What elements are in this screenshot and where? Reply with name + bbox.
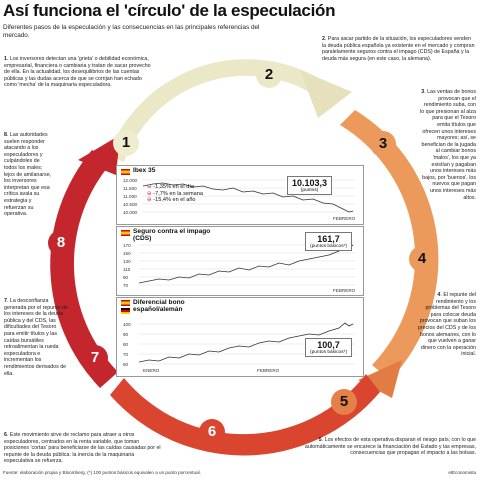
step-8-body: Las autoridades suelen responder atacand… [4,132,52,218]
cds-value: 161,7 [317,234,340,244]
spain-flag-icon [121,230,130,236]
step-4-number-label: 4 [437,292,441,298]
step-5-text: 5. Los efectos de esta operativa dispara… [304,437,476,457]
ibex-line-chart [143,179,355,213]
ring-number-4: 4 [409,246,435,272]
ring-number-1: 1 [113,130,139,156]
step-6-number-label: 6 [4,432,7,438]
ibex-value-box: 10.103,3 (puntos) [287,176,333,195]
ibex-legend: ⊖ -1,35% en el día ⊖ -7,7% en la semana … [147,184,203,204]
step-3-text: 3. Las ventas de bonos provocan que el r… [420,89,476,201]
spread-value-box: 100,7 (puntos básicos*) [305,338,353,357]
cds-value-box: 161,7 (puntos básicos*) [305,232,353,251]
cds-title: Seguro contra el impago (CDS) [133,228,211,242]
ibex-title: Ibex 35 [133,167,156,174]
step-6-body: Este movimiento sirve de reclamo para at… [4,432,161,465]
step-3-body: Las ventas de bonos provocan que el rend… [420,89,476,201]
publisher-credit: elEconomista [448,470,476,475]
cds-ytick-4: 110 [123,267,131,272]
ibex-ytick-1: 12.000 [123,178,138,183]
ring-number-6: 6 [199,419,225,445]
step-2-text: 2. Para sacar partido de la situación, l… [322,36,475,62]
ring-arc-red-bottom [110,374,380,456]
cds-ytick-1: 170 [123,243,131,248]
page-title: Así funciona el 'círculo' de la especula… [3,1,336,20]
step-1-number-label: 1 [4,56,7,62]
ibex-series-line [143,182,354,213]
step-8-text: 8. Las autoridades suelen responder atac… [4,132,52,218]
step-5-body: Los efectos de esta operativa disparan e… [304,437,476,457]
spread-panel: Diferencial bono español/alemán 100 90 8… [116,297,364,377]
step-7-body: La desconfianza generada por el repunte … [4,298,68,377]
ibex-ytick-5: 10.000 [123,210,138,215]
step-4-text: 4. El repunte del rendimiento y los prob… [418,292,476,358]
spread-ytick-3: 80 [123,342,129,347]
step-3-number-label: 3 [421,89,425,95]
ibex-value-unit: (puntos) [300,188,319,193]
ring-arc-light [108,59,330,162]
step-7-text: 7. La desconfianza generada por el repun… [4,298,68,377]
ring-number-8: 8 [48,230,74,256]
spread-ytick-4: 70 [123,352,129,357]
step-7-number-label: 7 [4,298,7,304]
ibex-panel: Ibex 35 12.000 11.500 11.000 10.500 10.0… [116,165,364,225]
page-subtitle: Diferentes pasos de la especulación y la… [3,24,260,39]
step-1-text: 1. Los inversores detectan una 'grieta' … [4,56,151,89]
step-2-number-label: 2 [322,36,325,42]
ring-number-7: 7 [82,345,108,371]
germany-flag-icon [121,308,130,314]
ring-number-2: 2 [256,62,282,88]
ibex-ytick-4: 10.500 [123,202,138,207]
ibex-ytick-2: 11.500 [123,186,137,191]
spread-xlabel-right: FEBRERO [257,368,280,373]
ring-arc-orange [340,110,439,380]
step-1-body: Los inversores detectan una 'grieta' o d… [4,56,151,89]
spain-flag-icon [121,300,130,306]
spread-ytick-5: 60 [123,362,129,367]
ring-arc-red-left [50,150,118,388]
step-6-text: 6. Este movimiento sirve de reclamo para… [4,432,161,465]
cds-ytick-3: 130 [123,259,131,264]
spread-value-unit: (puntos básicos*) [310,350,348,355]
ring-number-5: 5 [331,389,357,415]
ibex-value: 10.103,3 [292,178,328,188]
ring-number-3: 3 [370,131,396,157]
source-footer: Fuente: elaboración propia y Bloomberg. … [3,470,201,475]
cds-ytick-6: 70 [123,283,129,288]
ibex-ytick-3: 11.000 [123,194,137,199]
step-5-number-label: 5 [318,437,322,443]
cds-ytick-2: 150 [123,251,131,256]
cds-ytick-5: 90 [123,275,129,280]
ibex-legend-year: ⊖ -15,4% en el año [147,197,196,204]
ibex-legend-day: ⊖ -1,35% en el día [147,184,194,190]
cds-panel: Seguro contra el impago (CDS) 170 150 13… [116,226,364,296]
spread-value: 100,7 [317,340,340,350]
cds-value-unit: (puntos básicos*) [310,244,348,249]
spread-title: Diferencial bono español/alemán [133,299,185,313]
spread-series-line [139,322,354,363]
spain-flag-icon [121,169,130,175]
cds-series-line [139,244,354,284]
step-8-number-label: 8 [4,132,7,138]
cds-xlabel: FEBRERO [333,288,356,293]
spread-ytick-1: 100 [123,322,131,327]
spread-xlabel-left: ENERO [143,368,160,373]
ibex-xlabel: FEBRERO [333,216,356,221]
spread-ytick-2: 90 [123,332,129,337]
step-4-body: El repunte del rendimiento y los problem… [418,292,476,358]
ibex-legend-week: ⊖ -7,7% en la semana [147,190,204,197]
cds-line-chart [139,244,355,286]
step-2-body: Para sacar partido de la situación, los … [322,36,475,62]
